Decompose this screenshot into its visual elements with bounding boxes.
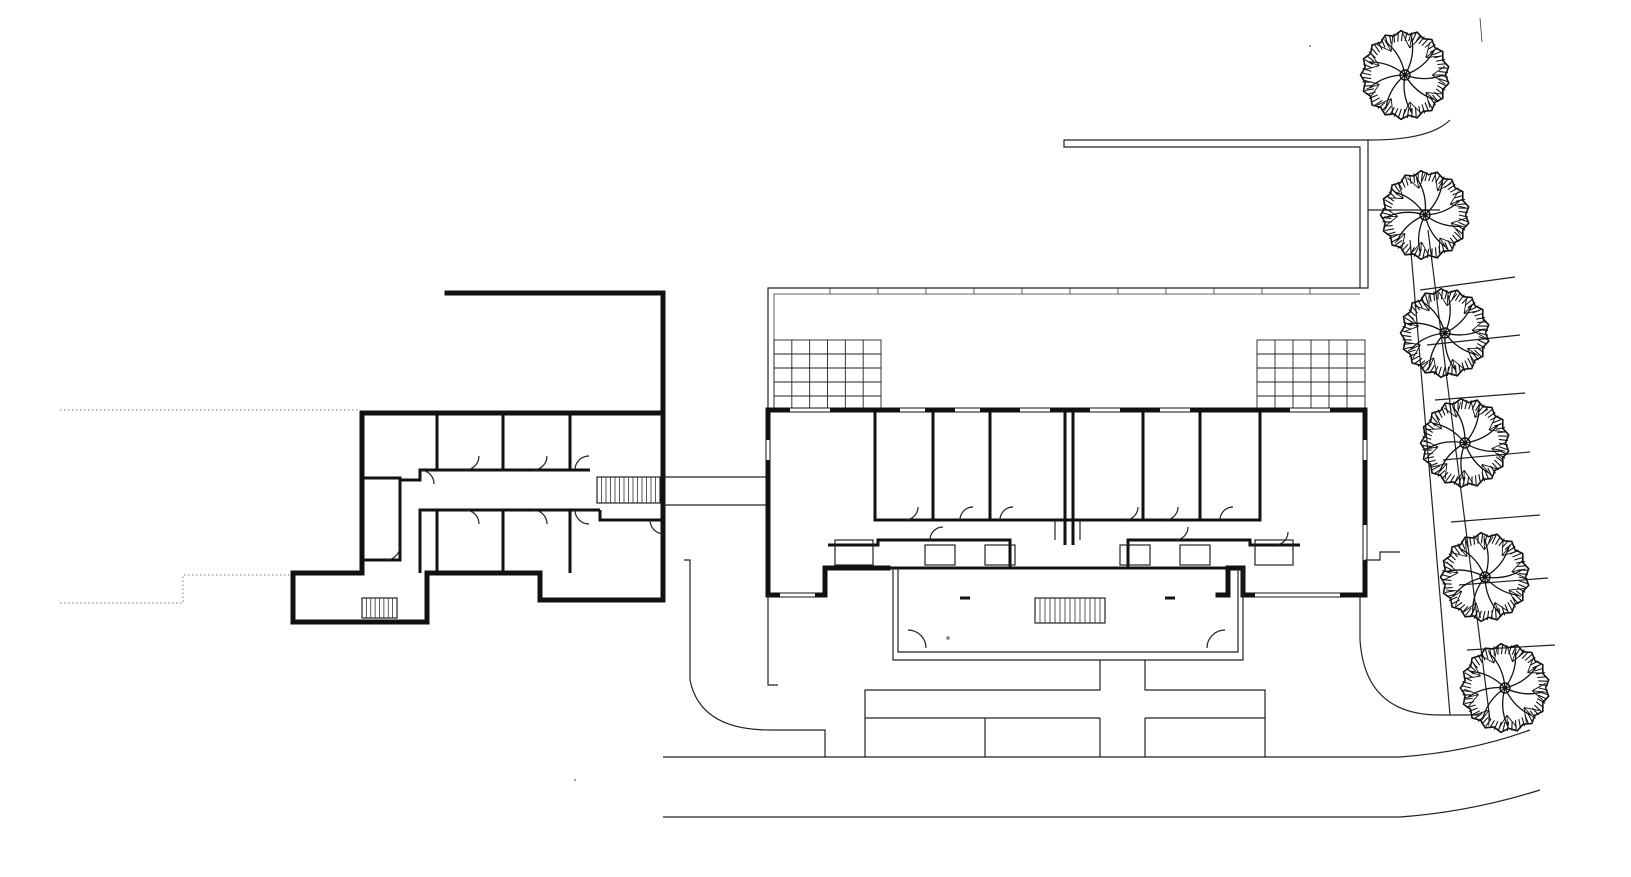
entrance-porch: [892, 568, 1244, 661]
tree-symbol: [1379, 169, 1470, 261]
connecting-walkway: [663, 476, 768, 506]
west-rooms: [362, 413, 663, 573]
tree-symbol: [1359, 29, 1450, 121]
tree-symbol: [1399, 287, 1490, 379]
site-boundary-dotted: [60, 409, 360, 604]
west-stair-lower: [361, 597, 398, 619]
entrance-stair: [1034, 597, 1106, 624]
main-window-openings: [766, 408, 1367, 597]
main-building: [765, 407, 1368, 661]
site-paths-and-roads: [663, 17, 1541, 818]
tree-symbol: [1419, 397, 1510, 489]
courtyard-enclosure: [767, 139, 1369, 411]
tree-symbol: [1459, 642, 1550, 734]
tree-row: [1359, 29, 1550, 734]
courtyard-fence-posts: [829, 288, 1311, 294]
terrace-grid-west: [773, 339, 882, 411]
main-rooms: [828, 410, 1300, 570]
tree-symbol: [1439, 531, 1530, 623]
main-door-swings: [904, 506, 1289, 546]
west-building: [290, 290, 666, 625]
west-stair-corridor: [596, 476, 661, 504]
terrace-grid-east: [1256, 339, 1366, 411]
west-door-swings: [385, 455, 665, 561]
